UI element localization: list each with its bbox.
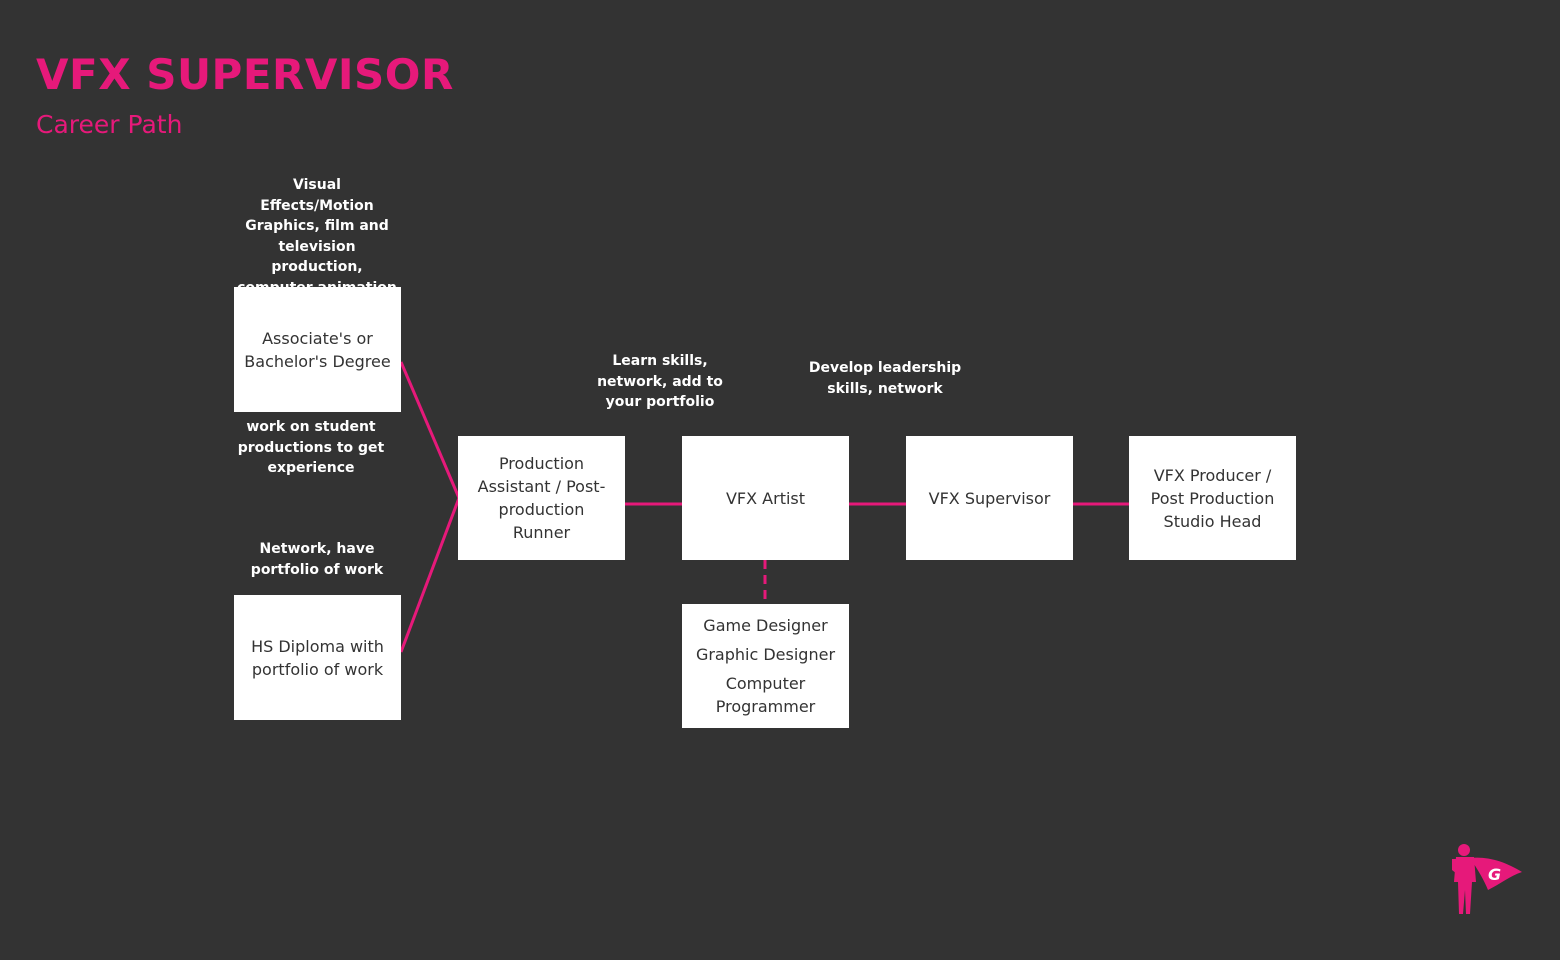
note-degree-fields: Visual Effects/Motion Graphics, film and…: [237, 177, 397, 296]
note-student-work: work on student productions to get exper…: [237, 419, 385, 476]
node-vfx-producer: VFX Producer / Post Production Studio He…: [1129, 436, 1296, 560]
superhero-g-icon: G: [1452, 844, 1522, 914]
page-title: VFX SUPERVISOR: [36, 50, 454, 99]
alt-career-graphic-designer: Graphic Designer: [695, 645, 836, 664]
node-alternative-careers: Game Designer Graphic Designer Computer …: [682, 604, 849, 728]
note-network-portfolio: Network, have portfolio of work: [250, 541, 384, 578]
node-vfx-supervisor: VFX Supervisor: [906, 436, 1073, 560]
note-learn-skills: Learn skills, network, add to your portf…: [597, 353, 723, 410]
node-hs-diploma: HS Diploma with portfolio of work: [234, 595, 401, 720]
connector-diploma-to-pa: [399, 497, 461, 653]
node-vfx-artist: VFX Artist: [682, 436, 849, 560]
alt-career-computer-programmer: Computer Programmer: [715, 674, 816, 716]
note-leadership: Develop leadership skills, network: [808, 360, 962, 397]
node-production-assistant: Production Assistant / Post-production R…: [458, 436, 625, 560]
logo-letter: G: [1488, 865, 1501, 884]
node-degree: Associate's or Bachelor's Degree: [234, 287, 401, 412]
connector-degree-to-pa: [399, 361, 461, 499]
page-subtitle: Career Path: [36, 110, 183, 139]
alt-career-game-designer: Game Designer: [703, 616, 828, 635]
